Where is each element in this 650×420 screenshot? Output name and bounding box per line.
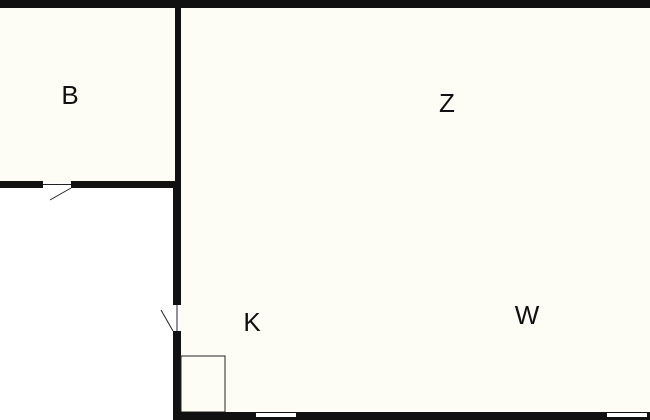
wall-b-z: [175, 8, 181, 186]
window-bottom-2: [607, 413, 647, 417]
room-label-z: Z: [439, 88, 455, 118]
wall-main-left-lower: [173, 331, 181, 420]
room-label-k: K: [243, 307, 261, 337]
room-b-area: [0, 8, 176, 182]
door-main-room: [160, 305, 178, 332]
wall-b-bottom-right: [71, 181, 181, 188]
window-bottom-1: [256, 413, 296, 417]
wall-bottom: [173, 412, 650, 420]
room-main-area: [180, 8, 650, 412]
wall-b-bottom-left: [0, 181, 43, 188]
door-room-b: [43, 184, 72, 201]
room-label-w: W: [515, 300, 540, 330]
wall-main-left-upper: [173, 181, 181, 305]
wall-top: [0, 0, 650, 8]
room-label-b: B: [61, 80, 78, 110]
